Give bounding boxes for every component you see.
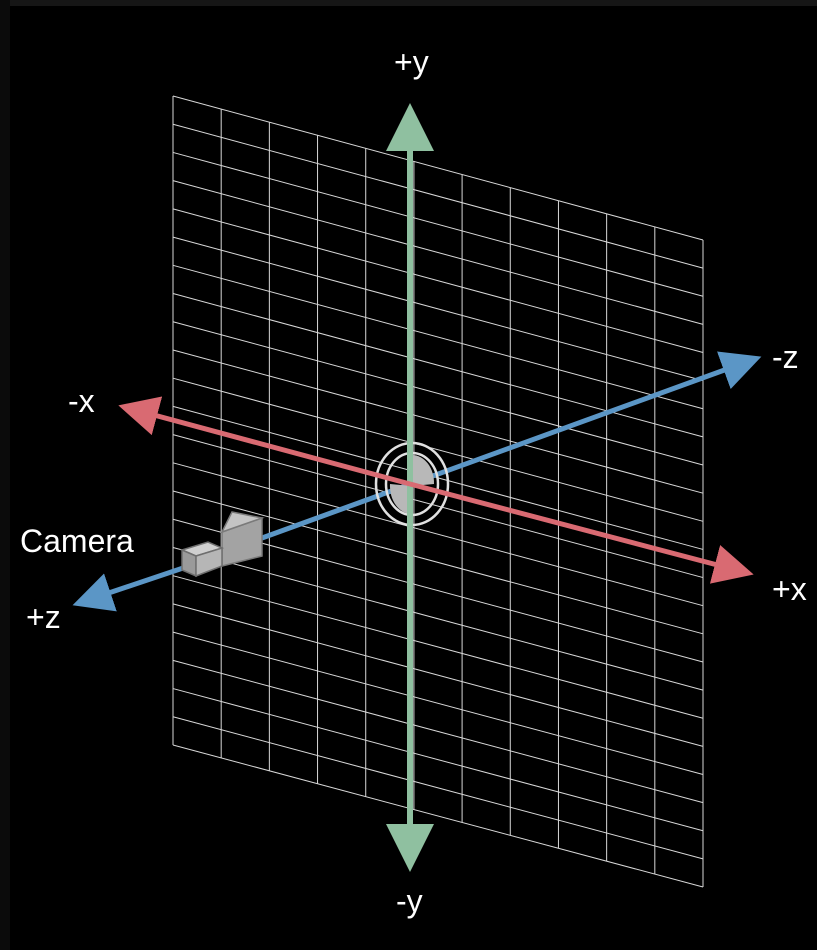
- grid-line-horizontal: [172, 575, 704, 719]
- grid-line-horizontal: [172, 688, 704, 832]
- frame-top-edge: [0, 0, 817, 6]
- grid-line-horizontal: [172, 631, 704, 775]
- label-x-negative: -x: [68, 383, 95, 419]
- grid-line-horizontal: [172, 744, 704, 888]
- grid-line-horizontal: [172, 716, 704, 860]
- label-x-positive: +x: [772, 571, 807, 607]
- grid-line-horizontal: [172, 434, 704, 579]
- grid-line-horizontal: [172, 123, 704, 269]
- z-axis-negative-segment: [261, 351, 762, 541]
- frame-left-edge: [0, 0, 10, 950]
- grid-line-horizontal: [172, 236, 704, 382]
- grid-line-horizontal: [172, 321, 704, 466]
- label-camera: Camera: [20, 523, 134, 559]
- grid-line-horizontal: [172, 462, 704, 607]
- grid-line-horizontal: [172, 377, 704, 522]
- grid-line-horizontal: [172, 603, 704, 747]
- grid-line-horizontal: [172, 490, 704, 635]
- label-y-positive: +y: [394, 44, 429, 80]
- grid-line-horizontal: [172, 151, 704, 297]
- label-y-negative: -y: [396, 883, 423, 919]
- label-z-positive: +z: [26, 599, 61, 635]
- x-axis-negative: [118, 396, 411, 487]
- grid-line-horizontal: [172, 180, 704, 325]
- grid-line-horizontal: [172, 293, 704, 438]
- camera-icon: [179, 511, 265, 578]
- z-axis-positive-segment: [72, 562, 193, 612]
- grid-line-horizontal: [172, 208, 704, 354]
- grid-line-horizontal: [172, 264, 704, 410]
- grid-line-horizontal: [172, 95, 704, 241]
- grid-line-horizontal: [172, 546, 704, 691]
- grid-line-horizontal: [172, 659, 704, 804]
- x-axis-positive: [409, 481, 754, 584]
- label-z-negative: -z: [772, 339, 799, 375]
- grid-line-horizontal: [172, 349, 704, 494]
